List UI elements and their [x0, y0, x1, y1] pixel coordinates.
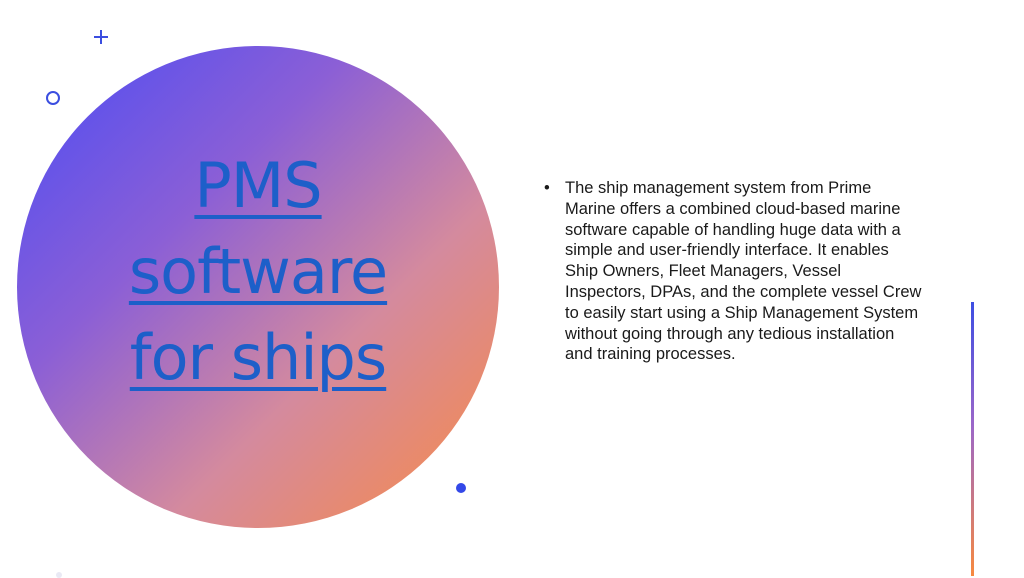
- title-container: PMS software for ships: [17, 46, 499, 528]
- bullet-item: • The ship management system from Prime …: [544, 178, 924, 365]
- bullet-list: • The ship management system from Prime …: [544, 178, 924, 365]
- bullet-content: • The ship management system from Prime …: [544, 178, 924, 365]
- bullet-text: The ship management system from Prime Ma…: [565, 179, 922, 364]
- title-link[interactable]: PMS software for ships: [128, 143, 388, 401]
- plus-icon: [94, 30, 108, 44]
- gradient-circle: [17, 46, 499, 528]
- bullet-icon: •: [544, 179, 550, 197]
- accent-bar: [971, 302, 974, 576]
- title-line-1: PMS: [194, 149, 322, 222]
- title-line-3: for ships: [129, 321, 387, 394]
- corner-dot: [56, 572, 62, 578]
- title-line-2: software: [128, 235, 388, 308]
- ring-icon: [46, 91, 60, 105]
- dot-icon: [456, 483, 466, 493]
